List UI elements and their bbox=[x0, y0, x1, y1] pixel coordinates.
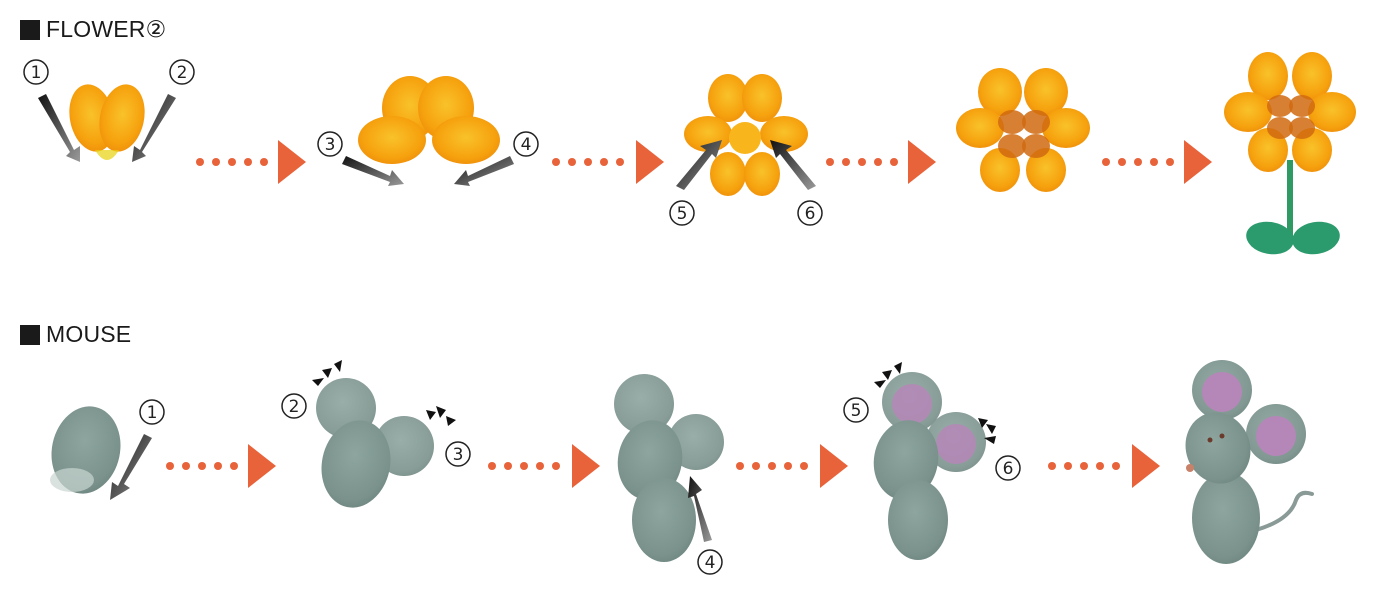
burst-mark-icon bbox=[426, 406, 456, 426]
step-marker-4: 4 bbox=[697, 549, 723, 575]
svg-text:6: 6 bbox=[1003, 459, 1014, 479]
step-marker-1: 1 bbox=[139, 399, 165, 425]
flower-stage-1 bbox=[69, 84, 145, 160]
progress-connector bbox=[736, 444, 848, 488]
step-marker-1: 1 bbox=[23, 59, 49, 85]
pointer-arrow-icon bbox=[38, 94, 80, 162]
svg-text:5: 5 bbox=[677, 204, 688, 224]
svg-text:2: 2 bbox=[289, 397, 300, 417]
step-marker-5: 5 bbox=[669, 200, 695, 226]
step-marker-6: 6 bbox=[797, 200, 823, 226]
svg-text:3: 3 bbox=[453, 445, 464, 465]
pointer-arrow-icon bbox=[770, 140, 816, 190]
mouse-stage-5 bbox=[1185, 360, 1314, 564]
svg-text:6: 6 bbox=[805, 204, 816, 224]
flower-stage-2 bbox=[358, 76, 500, 164]
step-marker-3: 3 bbox=[317, 131, 343, 157]
tail bbox=[1254, 490, 1314, 532]
pointer-arrow-icon bbox=[688, 476, 712, 542]
mouse-eye bbox=[1207, 437, 1213, 443]
progress-connector bbox=[488, 444, 600, 488]
mouse-eye bbox=[1219, 433, 1225, 439]
square-bullet-icon bbox=[20, 19, 40, 40]
svg-text:2: 2 bbox=[177, 63, 188, 83]
progress-connector bbox=[1048, 444, 1160, 488]
next-arrow-icon bbox=[572, 444, 600, 488]
flower-stage-4 bbox=[956, 68, 1090, 192]
progress-connector bbox=[552, 140, 664, 184]
progress-connector bbox=[166, 444, 276, 488]
leaf bbox=[1246, 221, 1294, 255]
progress-connector bbox=[196, 140, 306, 184]
next-arrow-icon bbox=[908, 140, 936, 184]
step-marker-6: 6 bbox=[995, 455, 1021, 481]
square-bullet-icon bbox=[20, 324, 40, 345]
progress-connector bbox=[1102, 140, 1212, 184]
step-marker-2: 2 bbox=[169, 59, 195, 85]
stem bbox=[1287, 160, 1293, 242]
step-marker-3: 3 bbox=[445, 441, 471, 467]
mouse-stage-1 bbox=[50, 406, 121, 494]
svg-text:3: 3 bbox=[325, 135, 336, 155]
mouse-section-title: MOUSE bbox=[20, 321, 131, 348]
flower-title-text: FLOWER② bbox=[46, 16, 167, 42]
flower-stage-5 bbox=[1224, 52, 1356, 255]
pointer-arrow-icon bbox=[110, 434, 152, 500]
mouse-stage-2 bbox=[316, 378, 434, 508]
flower-stage-3 bbox=[684, 74, 808, 196]
pointer-arrow-icon bbox=[132, 94, 176, 162]
pointer-arrow-icon bbox=[676, 140, 722, 190]
mouse-stage-4 bbox=[873, 372, 986, 560]
burst-mark-icon bbox=[978, 418, 996, 444]
mouse-nose bbox=[1186, 464, 1194, 472]
step-number: 1 bbox=[31, 63, 42, 83]
flower-section-title: FLOWER② bbox=[20, 16, 166, 43]
progress-connector bbox=[826, 140, 936, 184]
pointer-arrow-icon bbox=[342, 156, 404, 186]
step-marker-2: 2 bbox=[281, 393, 307, 419]
step-marker-5: 5 bbox=[843, 397, 869, 423]
next-arrow-icon bbox=[1132, 444, 1160, 488]
pointer-arrow-icon bbox=[454, 156, 514, 186]
next-arrow-icon bbox=[1184, 140, 1212, 184]
svg-text:5: 5 bbox=[851, 401, 862, 421]
next-arrow-icon bbox=[636, 140, 664, 184]
next-arrow-icon bbox=[248, 444, 276, 488]
step-marker-4: 4 bbox=[513, 131, 539, 157]
svg-text:4: 4 bbox=[521, 135, 532, 155]
svg-text:1: 1 bbox=[147, 403, 158, 423]
burst-mark-icon bbox=[312, 360, 342, 386]
svg-text:4: 4 bbox=[705, 553, 716, 573]
burst-mark-icon bbox=[874, 362, 902, 388]
mouse-stage-3 bbox=[614, 374, 724, 562]
mouse-title-text: MOUSE bbox=[46, 321, 132, 347]
next-arrow-icon bbox=[820, 444, 848, 488]
next-arrow-icon bbox=[278, 140, 306, 184]
leaf bbox=[1292, 221, 1340, 255]
